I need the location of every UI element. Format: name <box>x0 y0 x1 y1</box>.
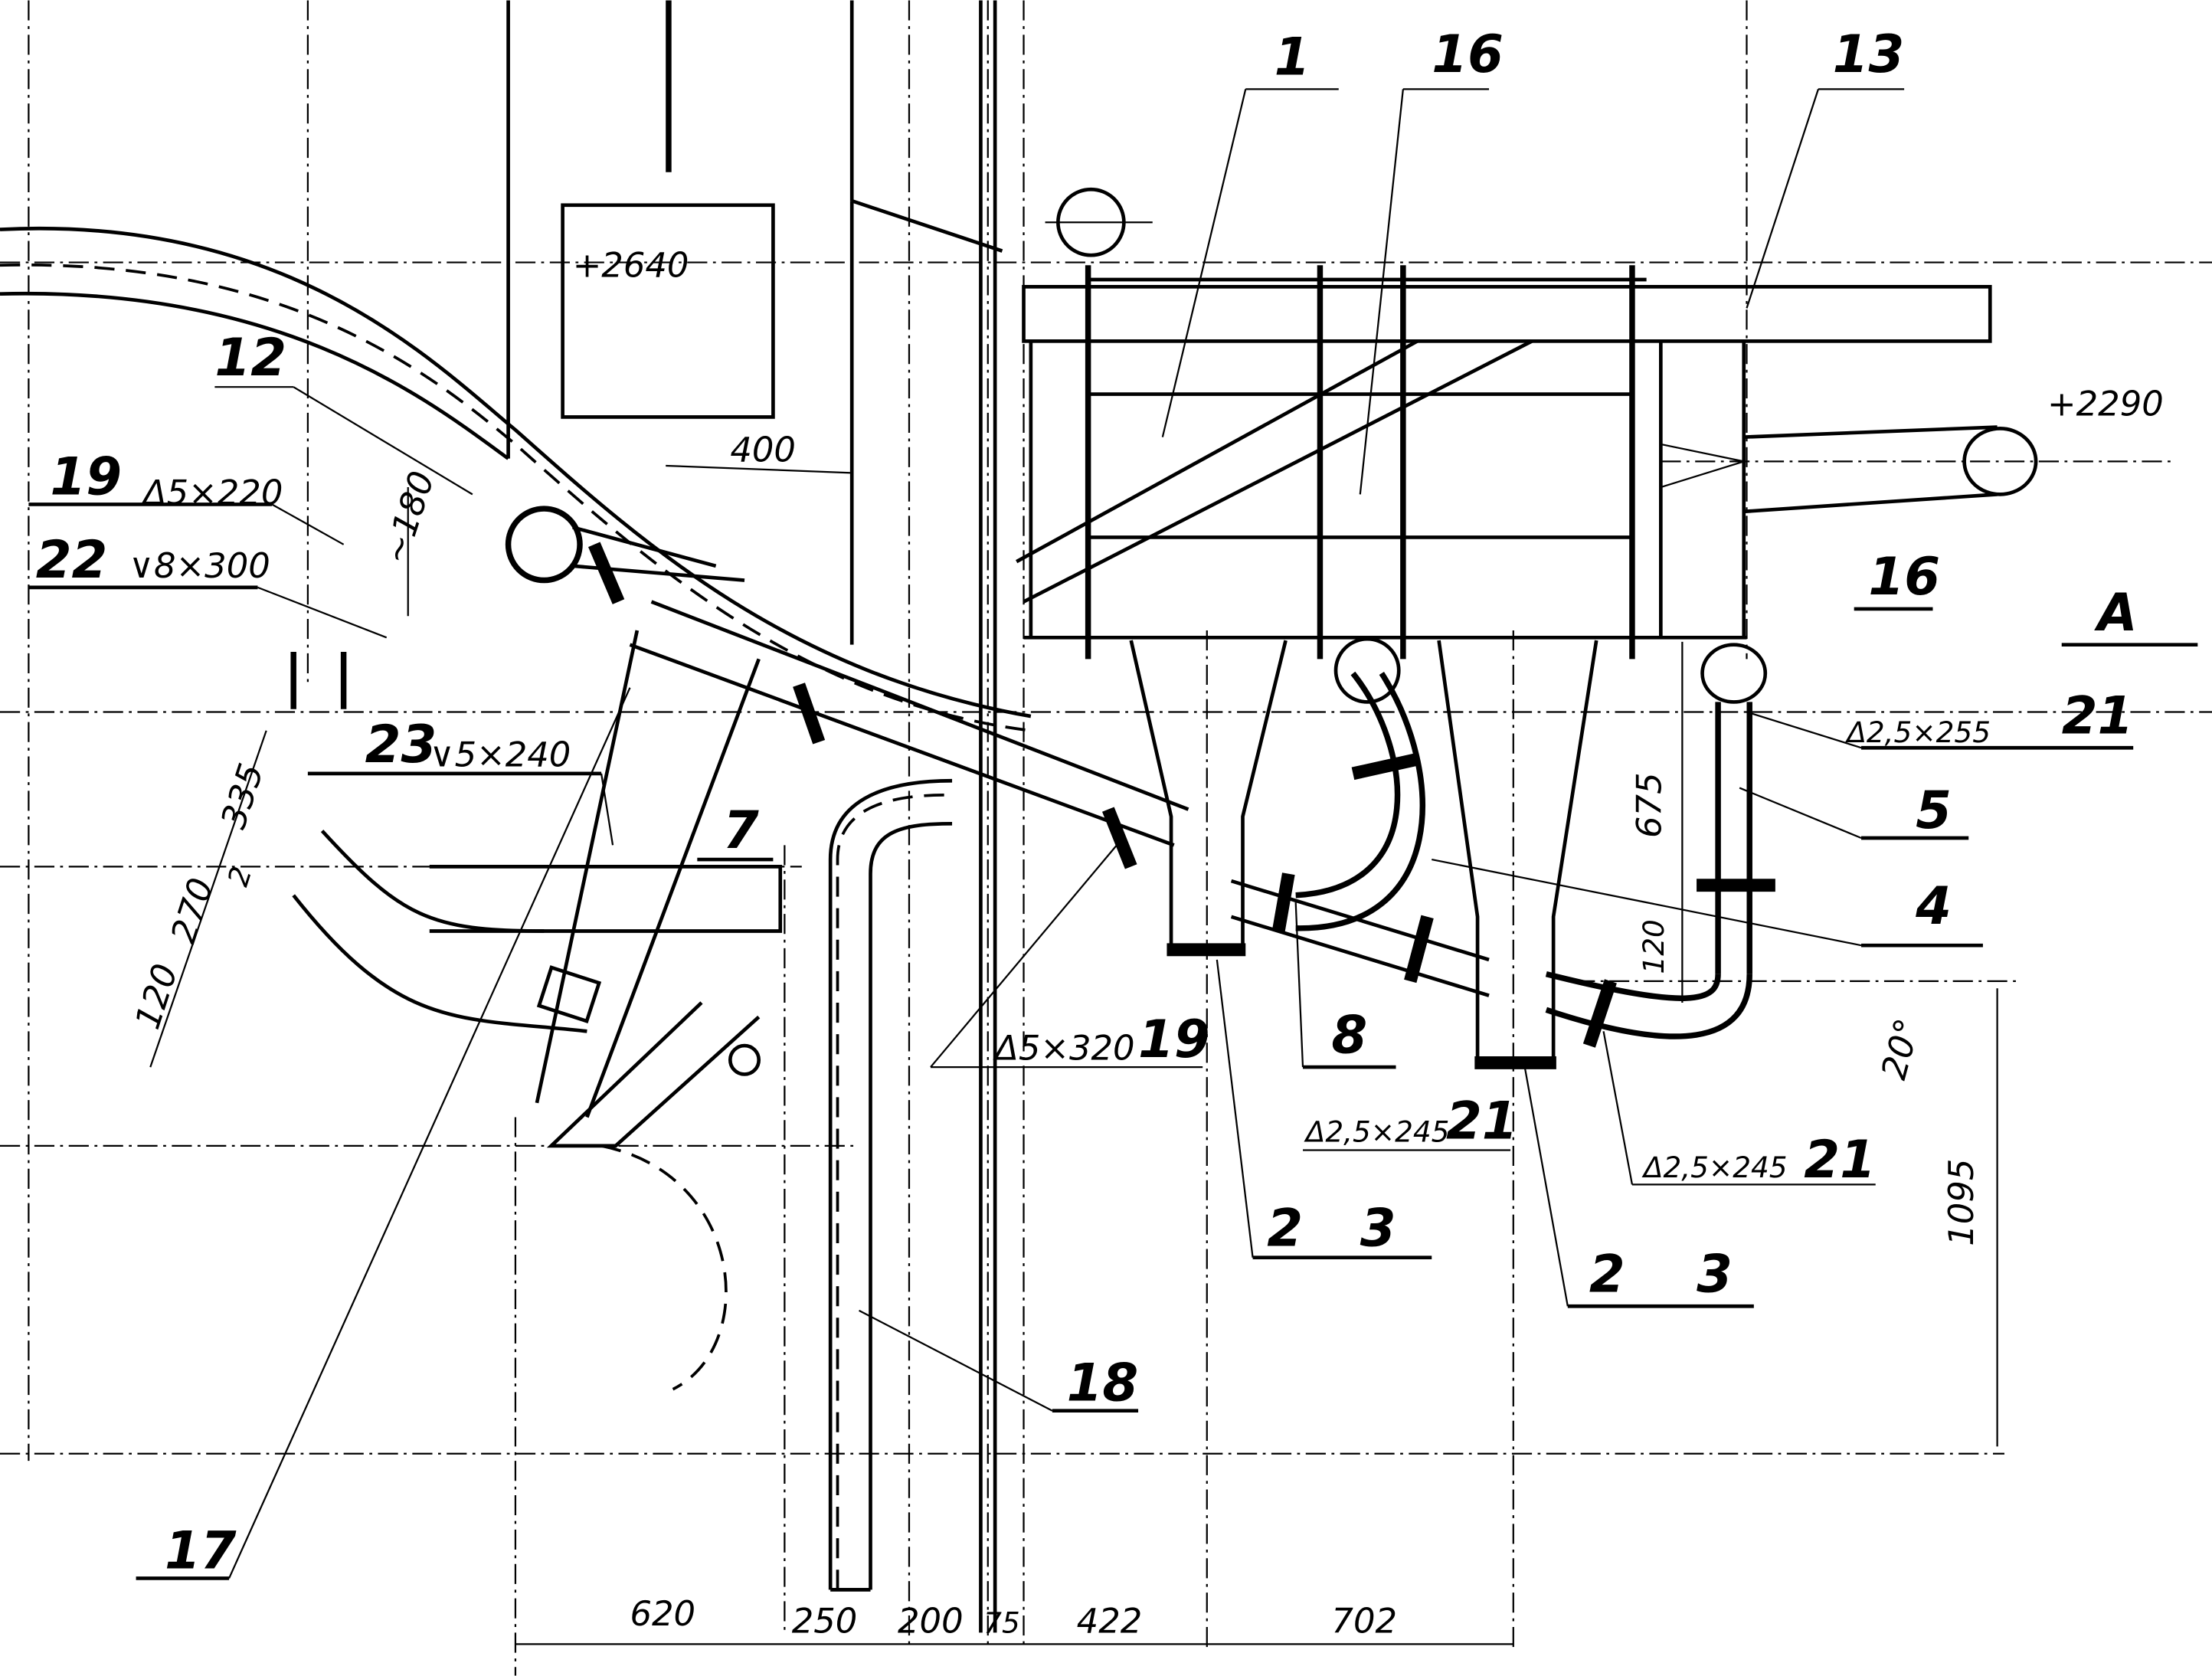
dimension-270: 270 <box>162 873 221 948</box>
dimension-120: 120 <box>127 959 186 1034</box>
dimension-620: 620 <box>630 1593 695 1634</box>
callout-2: 2 <box>1589 1245 1625 1304</box>
hoppers <box>1129 640 1598 1069</box>
weld-notes: Δ5×220 ∨8×300 ∨5×240 Δ2,5×255 Δ5×320 Δ2,… <box>129 472 1991 1184</box>
dimension-400: 400 <box>730 429 796 470</box>
callout-17: 17 <box>165 1521 237 1580</box>
dimension-180: ~180 <box>375 466 442 569</box>
frame-structure <box>506 0 2038 1633</box>
dimension-200: 200 <box>898 1600 964 1641</box>
callout-3: 3 <box>1360 1199 1396 1259</box>
dimension-120: 120 <box>1637 919 1670 974</box>
dimension-1095: 1095 <box>1941 1159 1981 1246</box>
callout-8: 8 <box>1331 1005 1367 1065</box>
callout-19: 19 <box>1138 1010 1210 1069</box>
callouts: 1 16 13 12 19 22 16 A 23 21 5 4 7 8 19 2… <box>36 25 2138 1580</box>
callout-12: 12 <box>214 328 286 388</box>
weld-note: Δ5×320 <box>993 1028 1134 1069</box>
dimension-702: 702 <box>1331 1600 1397 1641</box>
callout-18: 18 <box>1067 1354 1139 1413</box>
callout-21: 21 <box>1446 1092 1518 1151</box>
callout-2: 2 <box>1267 1199 1303 1259</box>
dimension-422: 422 <box>1077 1600 1143 1641</box>
weld-note: Δ2,5×255 <box>1844 715 1991 749</box>
callout-13: 13 <box>1833 25 1905 84</box>
dimension-75: 75 <box>983 1606 1020 1639</box>
weld-note: ∨5×240 <box>430 735 571 775</box>
callout-16: 16 <box>1868 547 1940 607</box>
dimension-675: 675 <box>1628 772 1669 838</box>
callout-16: 16 <box>1432 25 1504 84</box>
dimension-335: 335 <box>213 758 272 833</box>
leader-lines <box>28 88 2198 1580</box>
callout-21: 21 <box>1804 1130 1876 1190</box>
dimension-250: 250 <box>792 1600 858 1641</box>
elevation-mark: +2640 <box>573 244 689 285</box>
callout-4: 4 <box>1915 876 1952 936</box>
callout-1: 1 <box>1275 28 1311 87</box>
weld-note: Δ5×220 <box>141 472 283 512</box>
callout-23: 23 <box>365 715 437 774</box>
elevation-mark: +2290 <box>2047 384 2164 424</box>
weld-note: Δ2,5×245 <box>1304 1115 1450 1148</box>
angle-20: 20° <box>1873 1014 1929 1084</box>
callout-21: 21 <box>2062 686 2134 746</box>
view-label-a: A <box>2093 583 2137 643</box>
callout-5: 5 <box>1916 781 1952 840</box>
dimension-text: +2640 +2290 400 ~180 675 120 20° 1095 33… <box>127 244 2164 1641</box>
callout-7: 7 <box>723 800 759 860</box>
callout-3: 3 <box>1697 1245 1733 1304</box>
weld-note: ∨8×300 <box>129 545 270 586</box>
callout-19: 19 <box>50 447 122 506</box>
callout-22: 22 <box>36 530 108 590</box>
dimension-lines <box>149 464 1998 1645</box>
pipework <box>0 227 1775 1592</box>
weld-note: Δ2,5×245 <box>1641 1151 1788 1184</box>
